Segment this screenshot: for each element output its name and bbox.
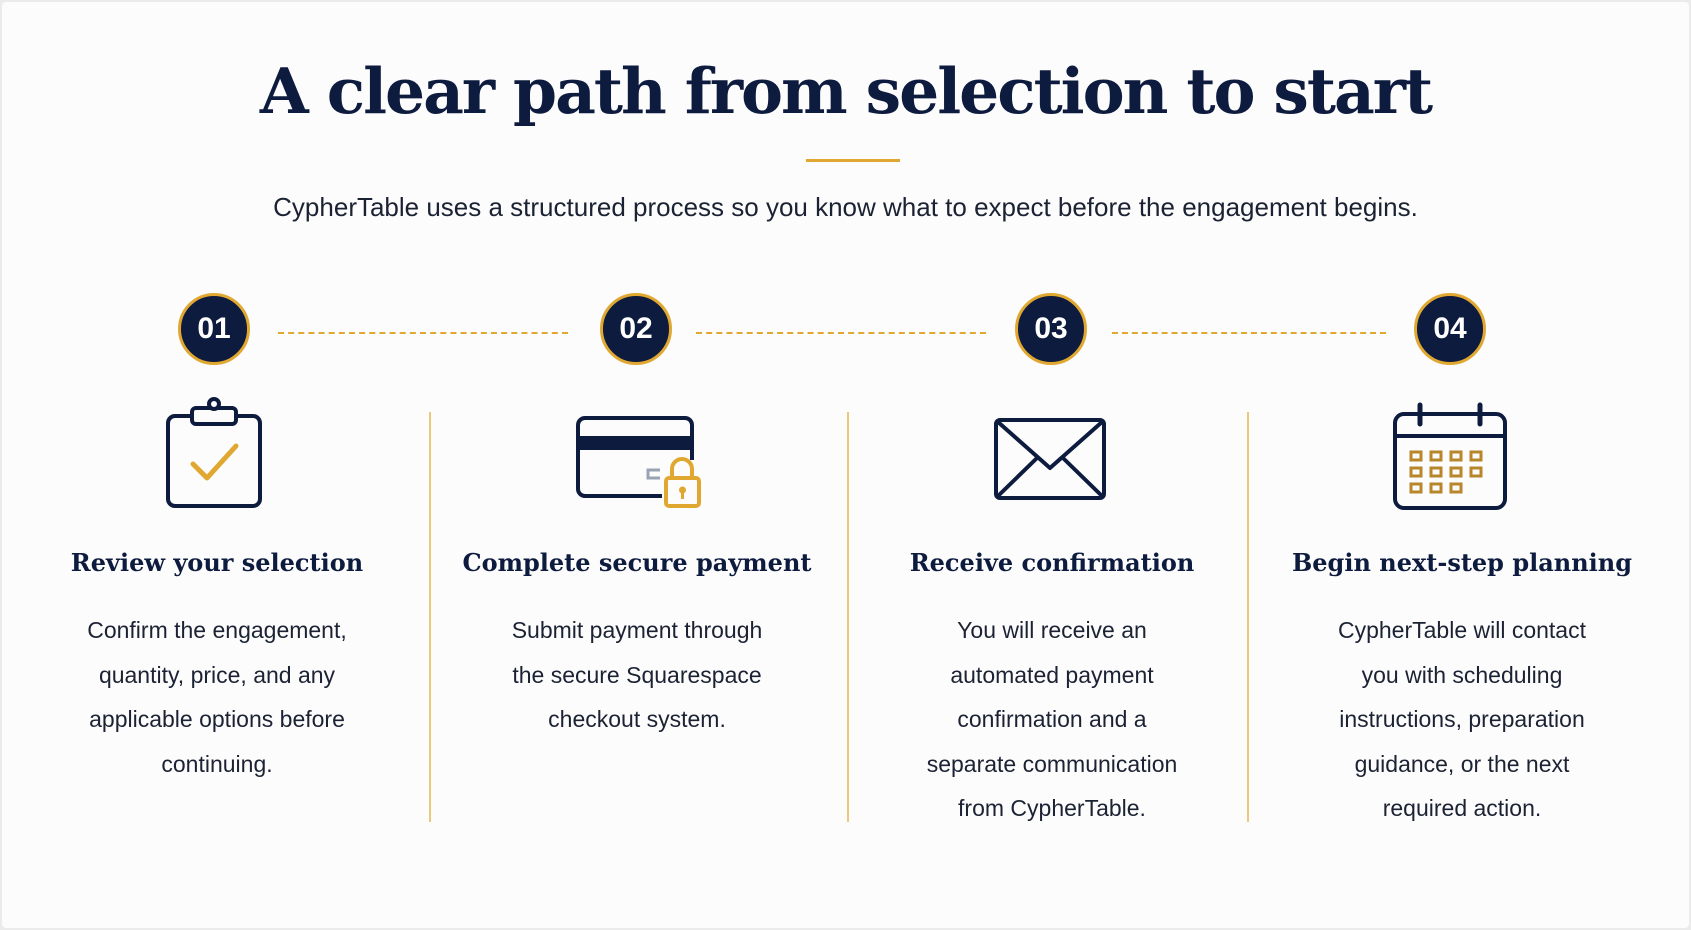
connector-1-2 (278, 332, 568, 334)
step-1-description: Confirm the engagement, quantity, price,… (42, 608, 392, 786)
description-line: the secure Squarespace (512, 661, 762, 688)
step-1-title: Review your selection (70, 548, 364, 577)
description-line: continuing. (161, 750, 273, 777)
page-subtitle: CypherTable uses a structured process so… (273, 192, 1418, 222)
description-line: separate communication (926, 750, 1178, 777)
step-3-title: Receive confirmation (909, 548, 1195, 577)
step-2-title: Complete secure payment (462, 548, 812, 577)
description-line: quantity, price, and any (98, 661, 336, 688)
description-line: Confirm the engagement, (87, 617, 347, 643)
clipboard-check-icon (166, 397, 262, 508)
title-divider (806, 159, 900, 162)
description-line: applicable options before (89, 706, 345, 732)
description-line: checkout system. (548, 706, 726, 732)
description-line: required action. (1382, 795, 1542, 821)
step-4-badge: 04 (1414, 293, 1486, 365)
column-divider (429, 412, 431, 822)
calendar-icon (1393, 402, 1507, 510)
credit-card-lock-icon (576, 416, 704, 510)
column-divider (1247, 412, 1249, 822)
description-line: CypherTable will contact (1337, 617, 1586, 643)
description-line: confirmation and a (957, 706, 1147, 732)
step-4-title: Begin next-step planning (1291, 548, 1633, 577)
description-line: You will receive an (957, 617, 1147, 643)
description-line: from CypherTable. (958, 795, 1146, 821)
step-3-description: You will receive an automated payment co… (877, 608, 1227, 831)
step-2-description: Submit payment through the secure Square… (462, 608, 812, 742)
step-2-badge: 02 (600, 293, 672, 365)
description-line: you with scheduling (1361, 661, 1563, 688)
description-line: guidance, or the next (1354, 750, 1570, 777)
step-3-badge: 03 (1015, 293, 1087, 365)
step-1-badge: 01 (178, 293, 250, 365)
column-divider (847, 412, 849, 822)
connector-2-3 (696, 332, 986, 334)
envelope-icon (994, 418, 1106, 500)
description-line: Submit payment through (511, 617, 763, 643)
page-title: A clear path from selection to start (259, 54, 1433, 128)
description-line: automated payment (950, 661, 1154, 688)
connector-3-4 (1112, 332, 1386, 334)
step-4-description: CypherTable will contact you with schedu… (1272, 608, 1652, 831)
description-line: instructions, preparation (1339, 706, 1585, 732)
